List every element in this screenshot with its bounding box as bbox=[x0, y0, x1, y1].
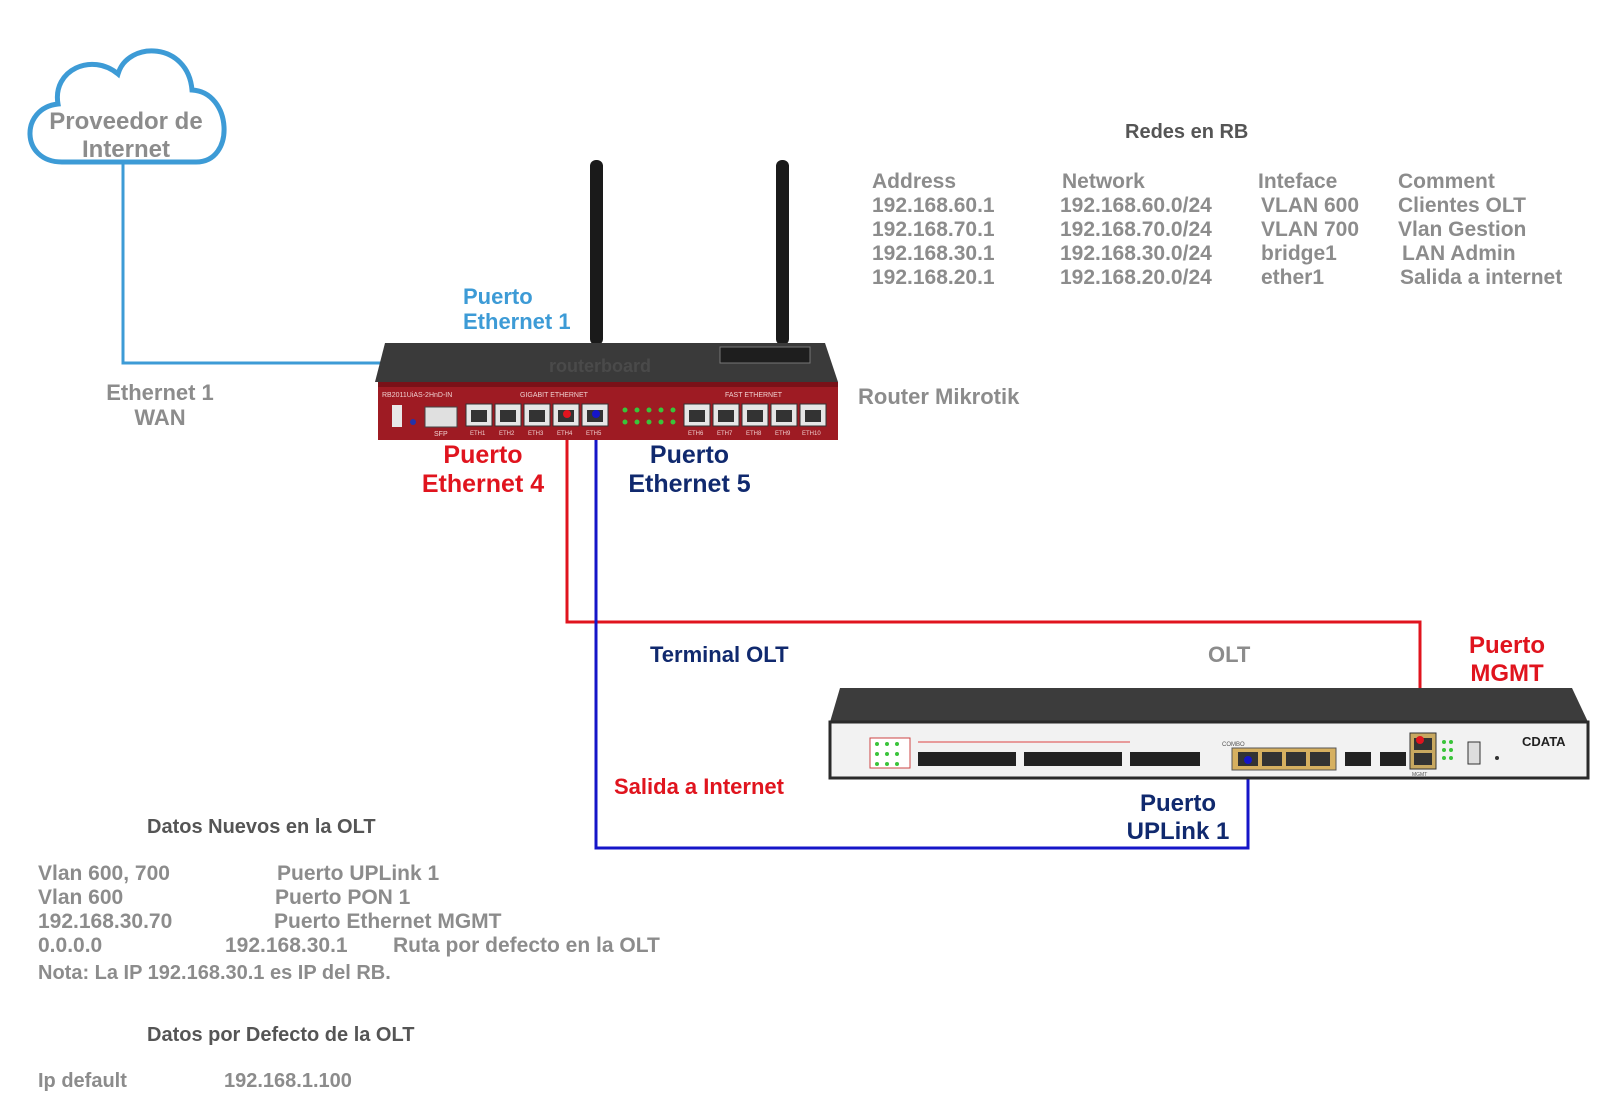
port-mgmt-line1: Puerto bbox=[1468, 632, 1545, 659]
olt-top bbox=[830, 688, 1588, 722]
port-eth4-label: Puerto Ethernet 4 bbox=[418, 441, 548, 499]
router-port-label: ETH2 bbox=[499, 431, 515, 437]
terminal-olt-label: Terminal OLT bbox=[650, 642, 789, 667]
router-port-label: ETH7 bbox=[717, 431, 733, 437]
router-usb bbox=[392, 405, 402, 427]
port-eth1-label: Puerto Ethernet 1 bbox=[463, 284, 571, 335]
table-cell: Clientes OLT bbox=[1398, 194, 1526, 217]
list-item: Puerto PON 1 bbox=[275, 886, 411, 909]
table-cell: 192.168.60.1 bbox=[872, 194, 995, 217]
router-brand-mark: routerboard bbox=[549, 356, 651, 376]
port-mgmt-label: Puerto MGMT bbox=[1452, 632, 1562, 687]
olt-label: OLT bbox=[1208, 642, 1251, 667]
redes-header-interface: Inteface bbox=[1258, 170, 1338, 193]
redes-header-address: Address bbox=[872, 170, 957, 193]
table-cell: bridge1 bbox=[1261, 242, 1337, 265]
datos-defecto-title: Datos por Defecto de la OLT bbox=[147, 1024, 415, 1046]
list-item: Puerto UPLink 1 bbox=[277, 862, 440, 885]
router-gigabit-label: GIGABIT ETHERNET bbox=[520, 392, 589, 399]
wan-label-line2: WAN bbox=[134, 405, 186, 431]
mgmt-cable bbox=[565, 411, 1422, 740]
port-uplink-line1: Puerto bbox=[1139, 790, 1216, 817]
list-item: 192.168.30.1 bbox=[225, 934, 348, 957]
port-eth4-line2: Ethernet 4 bbox=[421, 469, 545, 498]
table-cell: ether1 bbox=[1261, 266, 1325, 289]
ip-default-label: Ip default bbox=[38, 1070, 127, 1092]
table-cell: 192.168.30.0/24 bbox=[1060, 242, 1212, 265]
antenna-right bbox=[776, 160, 789, 345]
router-port-label: ETH4 bbox=[557, 431, 573, 437]
port-eth5-label: Puerto Ethernet 5 bbox=[622, 441, 757, 499]
list-item: Puerto Ethernet MGMT bbox=[274, 910, 502, 933]
router-port-label: ETH8 bbox=[746, 431, 762, 437]
eth5-connector bbox=[592, 410, 600, 418]
router-port-label: ETH1 bbox=[470, 431, 486, 437]
router-port-label: ETH5 bbox=[586, 431, 602, 437]
port-eth1-line2: Ethernet 1 bbox=[463, 309, 571, 335]
cloud-label: Proveedor de Internet bbox=[38, 108, 214, 163]
olt-usb bbox=[1467, 741, 1481, 765]
redes-header-comment: Comment bbox=[1398, 170, 1495, 193]
uplink-connector bbox=[1244, 756, 1252, 764]
table-cell: 192.168.70.0/24 bbox=[1060, 218, 1212, 241]
olt-mgmt-label: MGMT bbox=[1412, 772, 1427, 778]
router-display bbox=[719, 346, 811, 364]
router-leds bbox=[622, 407, 676, 425]
redes-header-network: Network bbox=[1062, 170, 1145, 193]
port-eth5-line2: Ethernet 5 bbox=[628, 469, 751, 498]
table-cell: 192.168.30.1 bbox=[872, 242, 995, 265]
table-cell: 192.168.70.1 bbox=[872, 218, 995, 241]
port-uplink-label: Puerto UPLink 1 bbox=[1118, 790, 1238, 845]
router-sfp-label: SFP bbox=[434, 431, 448, 438]
list-item: Vlan 600 bbox=[38, 886, 124, 909]
table-cell: 192.168.20.0/24 bbox=[1060, 266, 1212, 289]
olt-combo-label: COMBO bbox=[1222, 742, 1245, 748]
table-cell: Salida a internet bbox=[1400, 266, 1563, 289]
list-item: Ruta por defecto en la OLT bbox=[393, 934, 660, 957]
salida-internet-label: Salida a Internet bbox=[614, 774, 784, 799]
router-fast-label: FAST ETHERNET bbox=[725, 392, 783, 399]
table-cell: VLAN 600 bbox=[1261, 194, 1360, 217]
olt-brand-mark: CDATA bbox=[1522, 734, 1566, 749]
table-cell: VLAN 700 bbox=[1261, 218, 1360, 241]
datos-nuevos-title: Datos Nuevos en la OLT bbox=[147, 816, 376, 838]
port-eth1-line1: Puerto bbox=[463, 284, 533, 309]
cloud-icon bbox=[27, 48, 227, 165]
router-port-label: ETH9 bbox=[775, 431, 791, 437]
list-item: 192.168.30.70 bbox=[38, 910, 173, 933]
list-item: 0.0.0.0 bbox=[38, 934, 103, 957]
mgmt-connector bbox=[1416, 736, 1424, 744]
cloud-label-line2: Internet bbox=[81, 135, 170, 163]
table-cell: LAN Admin bbox=[1402, 242, 1516, 265]
cloud-label-line1: Proveedor de bbox=[49, 108, 203, 135]
port-eth4-line1: Puerto bbox=[443, 441, 523, 469]
table-cell: 192.168.60.0/24 bbox=[1060, 194, 1212, 217]
wan-label-line1: Ethernet 1 bbox=[106, 380, 214, 405]
ip-default-value: 192.168.1.100 bbox=[224, 1070, 352, 1092]
router-port-label: ETH6 bbox=[688, 431, 704, 437]
uplink-cable bbox=[594, 411, 1250, 850]
router-model: RB2011UiAS-2HnD-IN bbox=[382, 392, 452, 399]
router-port-label: ETH3 bbox=[528, 431, 544, 437]
nota-text: Nota: La IP 192.168.30.1 es IP del RB. bbox=[38, 962, 391, 984]
table-cell: 192.168.20.1 bbox=[872, 266, 995, 289]
eth4-connector bbox=[563, 410, 571, 418]
wan-label: Ethernet 1 WAN bbox=[100, 380, 220, 431]
redes-title: Redes en RB bbox=[1125, 121, 1249, 143]
olt-pon-ports bbox=[918, 752, 1200, 766]
port-eth5-line1: Puerto bbox=[649, 441, 730, 469]
antenna-left bbox=[590, 160, 603, 345]
table-cell: Vlan Gestion bbox=[1398, 218, 1527, 241]
port-mgmt-line2: MGMT bbox=[1470, 659, 1544, 687]
router-port-label: ETH10 bbox=[802, 431, 821, 437]
port-uplink-line2: UPLink 1 bbox=[1126, 817, 1230, 845]
olt-front bbox=[828, 720, 1590, 780]
router-label: Router Mikrotik bbox=[858, 384, 1020, 409]
router-sfp bbox=[424, 406, 458, 428]
list-item: Vlan 600, 700 bbox=[38, 862, 170, 885]
